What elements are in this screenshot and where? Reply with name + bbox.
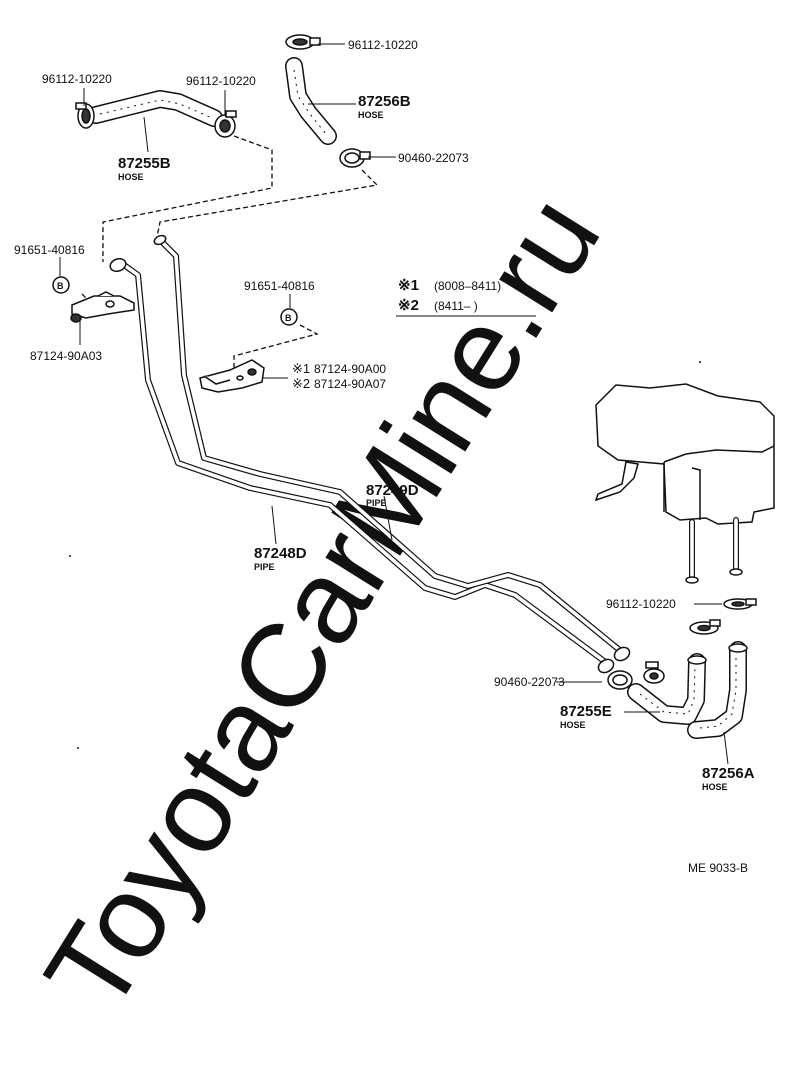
pipe-87248d [117, 259, 611, 667]
label-bracket-mid-mark-2: ※2 [292, 376, 310, 391]
label-bracket-mid-1: 87124-90A00 [314, 362, 386, 376]
label-hose-87256b-word: HOSE [358, 110, 384, 120]
label-clip-top-center: 96112-10220 [348, 38, 418, 52]
label-bolt-left: 91651-40816 [14, 243, 85, 257]
hose-clip-lower-right [689, 598, 757, 635]
hose-87256b [285, 57, 337, 145]
label-bolt-middle: 91651-40816 [244, 279, 315, 293]
hose-clamp-upper [339, 148, 371, 168]
label-hose-87256b: 87256B [358, 93, 411, 110]
label-clip-lower-right: 96112-10220 [606, 597, 676, 611]
heater-unit [594, 383, 775, 584]
legend-range-1: (8008–8411) [434, 279, 501, 293]
label-bracket-mid-mark-1: ※1 [292, 361, 310, 376]
label-hose-87255b: 87255B [118, 155, 171, 172]
label-bracket-left: 87124-90A03 [30, 349, 102, 363]
label-hose-87256a-word: HOSE [702, 782, 728, 792]
scan-specks [69, 361, 701, 749]
label-clamp-upper: 90460-22073 [398, 151, 469, 165]
hose-87255b [87, 90, 223, 127]
label-hose-87255e: 87255E [560, 703, 612, 720]
label-hose-87255e-word: HOSE [560, 720, 586, 730]
leader-lines [59, 43, 729, 765]
part-labels: 96112-10220 96112-10220 96112-10220 8725… [14, 38, 755, 875]
pipe-87249d [157, 237, 625, 655]
legend-range-2: (8411– ) [434, 299, 478, 313]
bolt-ref-middle: B [280, 308, 298, 326]
label-hose-87255b-word: HOSE [118, 172, 144, 182]
legend-mark-1: ※1 [398, 277, 419, 294]
bracket-left [70, 291, 135, 323]
label-bracket-mid-2: 87124-90A07 [314, 377, 386, 391]
hose-clip-left-a [75, 102, 95, 129]
bolt-ref-left-letter: B [57, 281, 64, 291]
label-hose-87256a: 87256A [702, 765, 755, 782]
label-clip-top-left-b: 96112-10220 [186, 74, 256, 88]
hose-clip-top [285, 34, 321, 50]
label-pipe-87248d: 87248D [254, 545, 307, 562]
label-clamp-lower: 90460-22073 [494, 675, 565, 689]
hose-clamp-lower [607, 661, 665, 690]
label-pipe-87248d-word: PIPE [254, 562, 275, 572]
bolt-ref-left: B [52, 276, 70, 294]
label-pipe-87249d-word: PIPE [366, 498, 387, 508]
bracket-middle [199, 359, 265, 393]
legend-mark-2: ※2 [398, 297, 419, 314]
label-clip-top-left-a: 96112-10220 [42, 72, 112, 86]
hose-87256a [687, 641, 748, 739]
bolt-ref-middle-letter: B [285, 313, 292, 323]
pipe-end-fittings [109, 234, 631, 674]
hose-87255e [627, 653, 707, 725]
diagram-code: ME 9033-B [688, 861, 748, 875]
label-pipe-87249d: 87249D [366, 482, 419, 499]
hose-clip-left-b [214, 110, 237, 138]
